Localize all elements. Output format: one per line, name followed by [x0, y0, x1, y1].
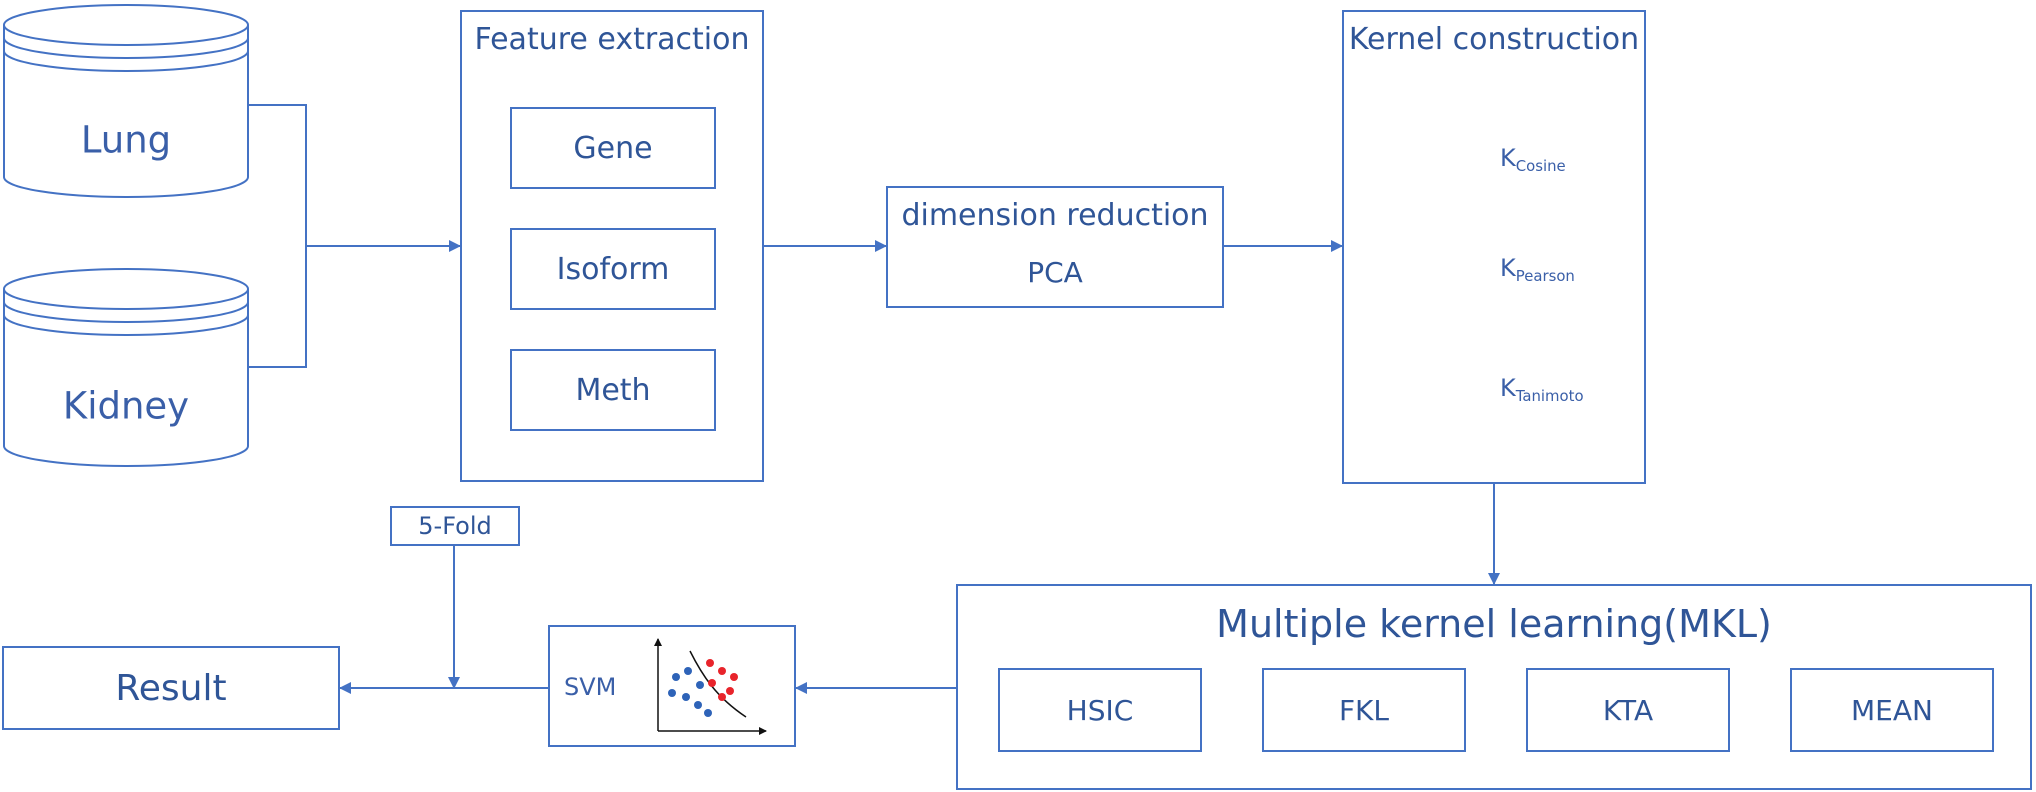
mkl-method-mean: MEAN — [1790, 668, 1994, 752]
feature-item-label: Gene — [573, 130, 653, 166]
feature-extraction-panel: Feature extraction Gene Isoform Meth — [460, 10, 764, 482]
mkl-method-label: HSIC — [1066, 693, 1134, 727]
feature-item-isoform: Isoform — [510, 228, 716, 310]
lung-database-icon — [3, 4, 249, 198]
kernel-construction-title: Kernel construction — [1348, 22, 1640, 57]
mkl-panel: Multiple kernel learning(MKL) HSIC FKL K… — [956, 584, 2032, 790]
mkl-method-label: FKL — [1338, 693, 1390, 727]
feature-item-gene: Gene — [510, 107, 716, 189]
kidney-database-icon — [3, 268, 249, 467]
kernel-construction-panel: Kernel construction — [1342, 10, 1646, 484]
datasets-bracket — [248, 104, 307, 368]
feature-extraction-title: Feature extraction — [474, 22, 750, 57]
dimension-reduction-box: dimension reduction PCA — [886, 186, 1224, 308]
kernel-label-tanimoto: KTanimoto — [1500, 374, 1584, 406]
mkl-method-hsic: HSIC — [998, 668, 1202, 752]
mkl-method-kta: KTA — [1526, 668, 1730, 752]
mkl-method-label: MEAN — [1851, 693, 1933, 727]
pca-label: PCA — [1027, 256, 1083, 289]
lung-label: Lung — [80, 118, 172, 162]
kidney-label: Kidney — [62, 384, 190, 428]
svm-scatter-icon — [654, 638, 767, 735]
five-fold-label: 5-Fold — [418, 512, 492, 540]
svm-label: SVM — [564, 673, 617, 701]
result-box: Result — [2, 646, 340, 730]
feature-item-label: Isoform — [556, 251, 670, 287]
dimension-reduction-title: dimension reduction — [901, 198, 1209, 233]
kernel-label-pearson: KPearson — [1500, 254, 1575, 286]
result-label: Result — [115, 667, 227, 709]
feature-item-label: Meth — [575, 372, 651, 408]
kernel-label-cosine: KCosine — [1500, 144, 1566, 176]
five-fold-box: 5-Fold — [390, 506, 520, 546]
mkl-method-label: KTA — [1602, 693, 1654, 727]
mkl-method-fkl: FKL — [1262, 668, 1466, 752]
svm-box: SVM — [548, 625, 796, 747]
feature-item-meth: Meth — [510, 349, 716, 431]
mkl-title: Multiple kernel learning(MKL) — [1216, 602, 1772, 646]
